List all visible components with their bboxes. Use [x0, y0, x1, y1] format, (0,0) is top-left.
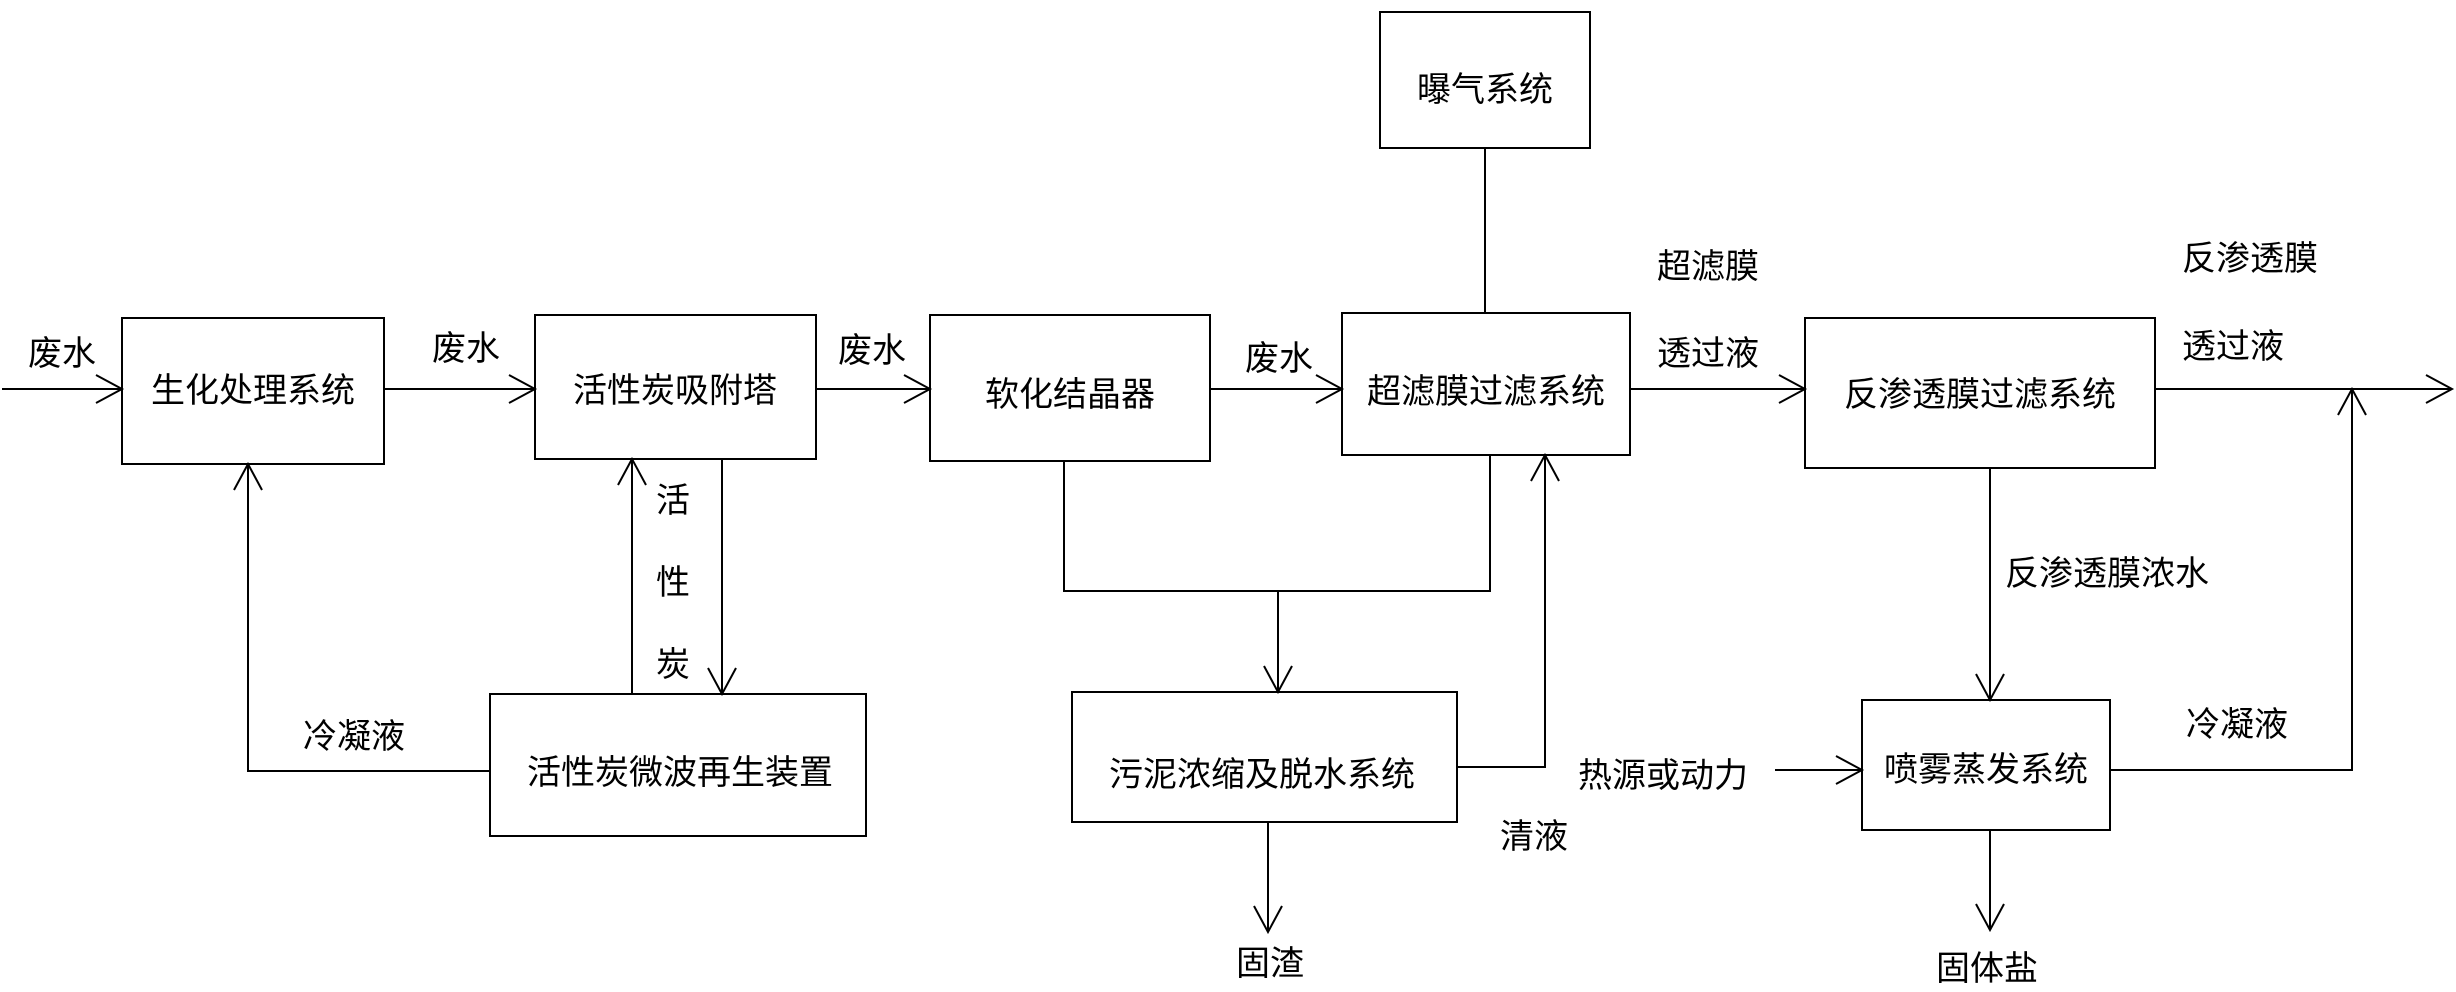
arrow-condensate-to-permeate: [2110, 386, 2367, 771]
label-uf-permeate-1: 超滤膜: [1657, 247, 1759, 287]
node-softening-label: 软化结晶器: [985, 375, 1155, 415]
node-biochem-label: 生化处理系统: [151, 371, 355, 411]
node-sludge: 污泥浓缩及脱水系统: [1071, 691, 1458, 823]
label-condensate-left: 冷凝液: [303, 717, 405, 757]
label-ro-concentrate: 反渗透膜浓水: [2005, 554, 2209, 594]
node-biochem: 生化处理系统: [121, 317, 385, 465]
node-softening: 软化结晶器: [929, 314, 1211, 462]
arrow-regen-to-carbon: [617, 456, 647, 694]
node-spray-evap-label: 喷雾蒸发系统: [1884, 750, 2088, 790]
arrow-condensate-to-biochem: [233, 461, 490, 772]
label-ro-permeate-2: 透过液: [2182, 327, 2284, 367]
node-microwave-regen: 活性炭微波再生装置: [489, 693, 867, 837]
node-aeration-label: 曝气系统: [1417, 70, 1553, 110]
node-aeration: 曝气系统: [1379, 11, 1591, 149]
arrow-wastewater-in: [2, 374, 125, 404]
label-uf-permeate-2: 透过液: [1657, 334, 1759, 374]
label-carbon-2: 性: [656, 563, 690, 603]
node-microwave-regen-label: 活性炭微波再生装置: [527, 753, 833, 793]
label-wastewater-3: 废水: [1245, 339, 1313, 379]
arrow-softening-to-uf: [1210, 374, 1345, 404]
label-ro-permeate-1: 反渗透膜: [2182, 239, 2318, 279]
node-carbon-tower-label: 活性炭吸附塔: [573, 371, 777, 411]
arrow-biochem-to-carbon: [384, 374, 538, 404]
arrow-clear-liquid-to-uf: [1457, 452, 1560, 768]
arrow-ro-permeate-out: [2155, 374, 2455, 404]
arrow-evap-to-salt: [1975, 830, 2005, 933]
node-ro-system-label: 反渗透膜过滤系统: [1844, 375, 2116, 415]
label-condensate-right: 冷凝液: [2186, 705, 2288, 745]
label-wastewater-in: 废水: [28, 334, 96, 374]
arrow-ro-concentrate-to-evap: [1975, 468, 2005, 703]
arrow-uf-to-ro: [1630, 374, 1808, 404]
arrow-carbon-to-regen: [707, 459, 737, 697]
label-wastewater-2: 废水: [838, 331, 906, 371]
node-ro-system: 反渗透膜过滤系统: [1804, 317, 2156, 469]
node-carbon-tower: 活性炭吸附塔: [534, 314, 817, 460]
label-solid-salt: 固体盐: [1936, 949, 2038, 989]
node-spray-evap: 喷雾蒸发系统: [1861, 699, 2111, 831]
node-uf-system: 超滤膜过滤系统: [1341, 312, 1631, 456]
label-carbon-3: 炭: [656, 645, 690, 685]
arrow-carbon-to-softening: [816, 374, 933, 404]
arrow-sludge-collect-to-sludge: [1063, 455, 1491, 695]
node-sludge-label: 污泥浓缩及脱水系统: [1109, 755, 1415, 795]
arrow-heat-to-evap: [1775, 755, 1865, 785]
label-clear-liquid: 清液: [1500, 817, 1568, 857]
label-carbon-1: 活: [656, 481, 690, 521]
label-heat-source: 热源或动力: [1578, 756, 1748, 796]
node-uf-system-label: 超滤膜过滤系统: [1367, 372, 1605, 412]
label-solid-residue: 固渣: [1236, 944, 1304, 984]
label-wastewater-1: 废水: [432, 329, 500, 369]
arrow-sludge-to-residue: [1253, 822, 1283, 935]
